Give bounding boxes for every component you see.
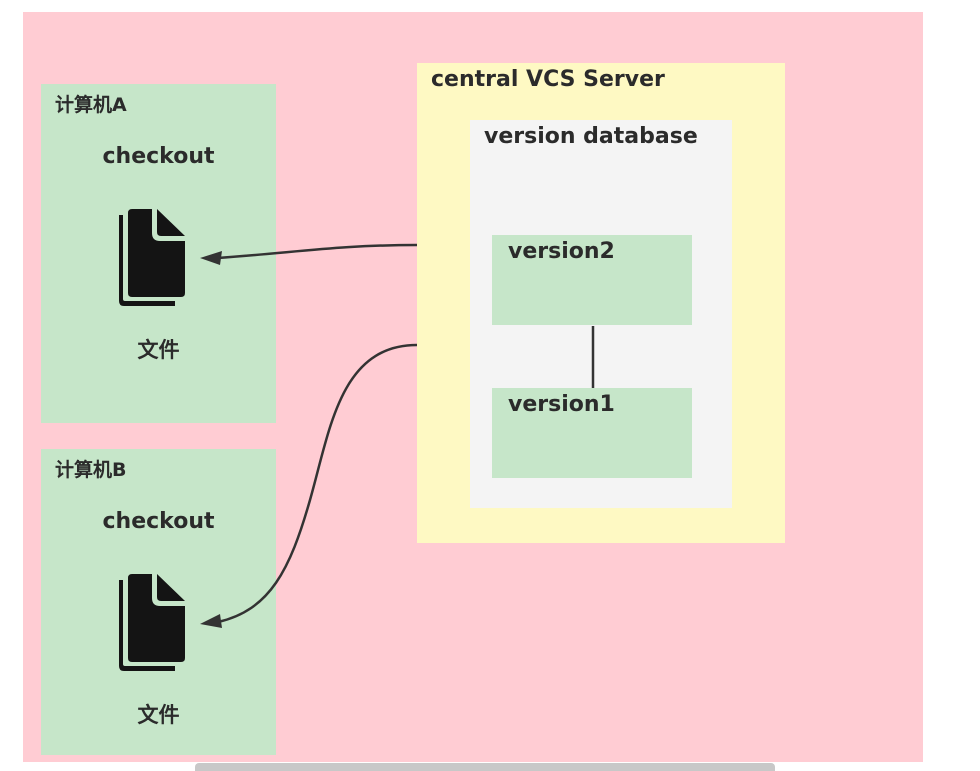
- machine-b-title: 计算机B: [55, 459, 127, 481]
- machine-a-box[interactable]: 计算机A checkout 文件: [41, 84, 276, 423]
- machine-b-file-label: 文件: [137, 703, 180, 727]
- machine-a-checkout-label: checkout: [102, 144, 215, 169]
- version2-label: version2: [508, 239, 615, 264]
- machine-a-title: 计算机A: [55, 94, 127, 116]
- files-icon: [119, 209, 185, 306]
- database-title: version database: [484, 124, 698, 149]
- server-title: central VCS Server: [431, 67, 665, 92]
- version1-box[interactable]: version1: [492, 388, 692, 478]
- machine-b-checkout-label: checkout: [102, 509, 215, 534]
- version1-label: version1: [508, 392, 615, 417]
- version2-box[interactable]: version2: [492, 235, 692, 325]
- machine-b-box[interactable]: 计算机B checkout 文件: [41, 449, 276, 755]
- horizontal-scrollbar[interactable]: [195, 763, 775, 771]
- files-icon: [119, 574, 185, 671]
- machine-a-file-label: 文件: [137, 338, 180, 362]
